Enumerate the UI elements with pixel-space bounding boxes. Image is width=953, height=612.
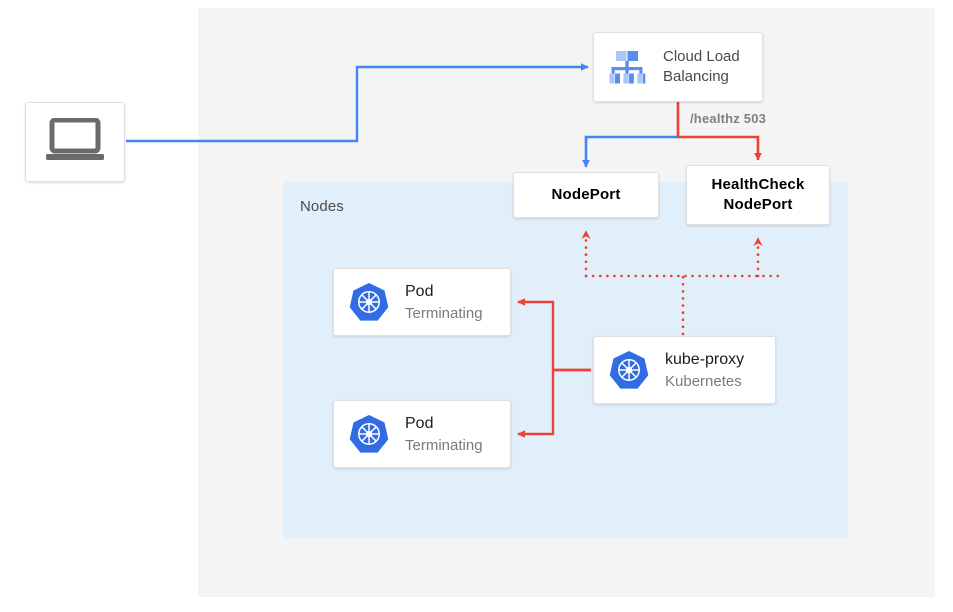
- cloud-load-balancing-label-group: Cloud Load Balancing: [663, 47, 740, 87]
- pod-title-1: Pod: [405, 282, 434, 300]
- healthcheck-nodeport-label-line2: NodePort: [723, 196, 793, 213]
- nodeport-node: NodePort: [513, 172, 659, 218]
- nodeport-label: NodePort: [551, 186, 621, 203]
- pod-label-group-1: Pod Terminating: [405, 281, 483, 324]
- kubernetes-icon: [348, 281, 390, 323]
- cloud-load-balancing-node: Cloud Load Balancing: [593, 32, 763, 102]
- pod-node-1: Pod Terminating: [333, 268, 511, 336]
- kubernetes-icon: [348, 413, 390, 455]
- kube-proxy-label-group: kube-proxy Kubernetes: [665, 349, 744, 392]
- client-laptop-node: [25, 102, 125, 182]
- pod-status-2: Terminating: [405, 436, 483, 454]
- pod-status-1: Terminating: [405, 304, 483, 322]
- kubernetes-icon: [608, 349, 650, 391]
- kube-proxy-node: kube-proxy Kubernetes: [593, 336, 776, 404]
- laptop-icon: [44, 117, 106, 167]
- healthcheck-nodeport-label-group: HealthCheck NodePort: [711, 175, 804, 215]
- healthcheck-nodeport-node: HealthCheck NodePort: [686, 165, 830, 225]
- cloud-load-balancing-label-line1: Cloud Load: [663, 48, 740, 65]
- healthz-edge-label: /healthz 503: [690, 111, 767, 126]
- kube-proxy-title: kube-proxy: [665, 350, 745, 368]
- nodes-region-label: Nodes: [300, 198, 344, 215]
- pod-node-2: Pod Terminating: [333, 400, 511, 468]
- pod-label-group-2: Pod Terminating: [405, 413, 483, 456]
- healthcheck-nodeport-label-line1: HealthCheck: [711, 176, 805, 193]
- kube-proxy-subtitle: Kubernetes: [665, 372, 742, 390]
- pod-title-2: Pod: [405, 414, 434, 432]
- cloud-load-balancing-label-line2: Balancing: [663, 68, 729, 85]
- cloud-load-balancing-icon: [605, 45, 649, 89]
